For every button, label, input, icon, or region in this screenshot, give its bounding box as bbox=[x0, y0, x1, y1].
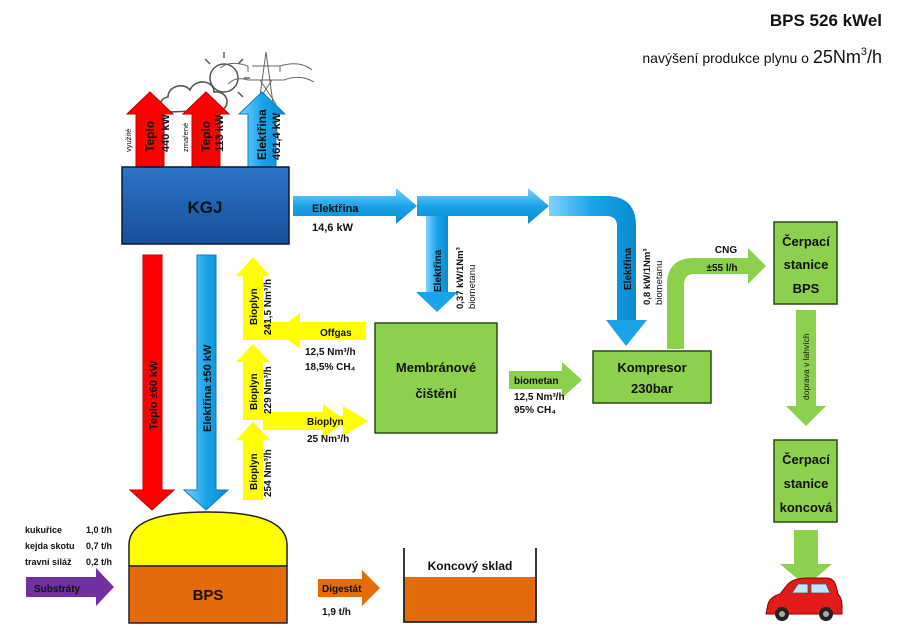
svg-text:využité: využité bbox=[124, 129, 133, 152]
svg-text:14,6 kW: 14,6 kW bbox=[312, 222, 354, 234]
filling-station-bps: Čerpací stanice BPS bbox=[773, 221, 838, 305]
svg-text:Teplo: Teplo bbox=[199, 121, 213, 152]
substrates-arrow: Substráty bbox=[26, 568, 114, 606]
svg-text:12,5 Nm³/h: 12,5 Nm³/h bbox=[305, 347, 356, 358]
svg-text:kejda skotu: kejda skotu bbox=[25, 541, 75, 551]
svg-text:440 kW: 440 kW bbox=[160, 113, 172, 152]
page-subtitle: navýšení produkce plynu o 25Nm3/h bbox=[642, 46, 882, 67]
svg-text:241,5 Nm³/h: 241,5 Nm³/h bbox=[263, 279, 274, 335]
svg-text:254 Nm³/h: 254 Nm³/h bbox=[263, 449, 274, 497]
svg-text:zmařené: zmařené bbox=[181, 123, 190, 152]
svg-text:biometanu: biometanu bbox=[467, 265, 478, 309]
svg-text:0,8 kW/1Nm³: 0,8 kW/1Nm³ bbox=[642, 249, 653, 306]
svg-text:Teplo: Teplo bbox=[143, 121, 157, 152]
svg-text:0,7 t/h: 0,7 t/h bbox=[86, 541, 112, 551]
svg-text:230bar: 230bar bbox=[631, 381, 673, 396]
electricity-compressor-arrow-labels: Elektřina 0,8 kW/1Nm³ biometanu bbox=[623, 247, 665, 305]
svg-text:Kompresor: Kompresor bbox=[617, 360, 686, 375]
compressor-box: Kompresor 230bar bbox=[592, 350, 712, 404]
svg-text:stanice: stanice bbox=[784, 257, 829, 272]
svg-text:±55 l/h: ±55 l/h bbox=[706, 263, 737, 274]
svg-text:biometan: biometan bbox=[514, 376, 558, 387]
svg-text:Elektřina ±50 kW: Elektřina ±50 kW bbox=[202, 344, 214, 432]
svg-text:Teplo ±60 kW: Teplo ±60 kW bbox=[148, 360, 160, 430]
svg-text:113 kW: 113 kW bbox=[214, 114, 226, 152]
electricity-main-arrow: Elektřina 14,6 kW bbox=[293, 188, 647, 346]
svg-text:Elektřina: Elektřina bbox=[623, 247, 634, 290]
svg-text:Koncový sklad: Koncový sklad bbox=[428, 559, 513, 573]
biomethane-arrow: biometan 12,5 Nm³/h 95% CH₄ bbox=[509, 362, 582, 416]
svg-text:Čerpací: Čerpací bbox=[782, 234, 830, 249]
cng-arrow: CNG ±55 l/h bbox=[667, 245, 766, 349]
biogas-column: Bioplyn 254 Nm³/h Bioplyn 229 Nm³/h Biop… bbox=[236, 257, 368, 500]
svg-text:kukuřice: kukuřice bbox=[25, 525, 62, 535]
svg-text:Bioplyn: Bioplyn bbox=[249, 373, 260, 410]
kgj-electricity-arrow: Elektřina 461,4 kW bbox=[237, 91, 287, 168]
svg-text:229 Nm³/h: 229 Nm³/h bbox=[263, 366, 274, 414]
svg-text:25 Nm³/h: 25 Nm³/h bbox=[307, 434, 349, 445]
svg-text:stanice: stanice bbox=[784, 476, 829, 491]
electricity-to-bps-arrow: Elektřina ±50 kW bbox=[182, 254, 230, 511]
svg-text:0,37 kW/1Nm³: 0,37 kW/1Nm³ bbox=[455, 247, 466, 309]
svg-text:Bioplyn: Bioplyn bbox=[307, 417, 344, 428]
substrates-list: kukuřice 1,0 t/h kejda skotu 0,7 t/h tra… bbox=[25, 525, 112, 567]
svg-text:CNG: CNG bbox=[715, 245, 737, 256]
svg-text:Bioplyn: Bioplyn bbox=[249, 453, 260, 490]
membrane-cleaning-box: Membránové čištění bbox=[374, 322, 498, 434]
svg-text:18,5% CH₄: 18,5% CH₄ bbox=[305, 362, 356, 373]
svg-text:Elektřina: Elektřina bbox=[433, 249, 444, 292]
svg-text:0,2 t/h: 0,2 t/h bbox=[86, 557, 112, 567]
heat-to-bps-arrow: Teplo ±60 kW bbox=[128, 254, 176, 511]
page-title: BPS 526 kWel bbox=[770, 11, 882, 30]
svg-text:12,5 Nm³/h: 12,5 Nm³/h bbox=[514, 392, 565, 403]
kgj-heat-wasted-arrow: Teplo 113 kW zmařené bbox=[181, 91, 231, 168]
svg-text:doprava v lahvích: doprava v lahvích bbox=[801, 333, 811, 400]
svg-text:KGJ: KGJ bbox=[188, 198, 223, 217]
svg-text:Offgas: Offgas bbox=[320, 328, 352, 339]
to-car-arrow bbox=[780, 530, 832, 586]
final-storage: Koncový sklad bbox=[403, 548, 537, 623]
svg-text:Elektřina: Elektřina bbox=[312, 203, 359, 215]
svg-text:1,9 t/h: 1,9 t/h bbox=[322, 607, 351, 618]
svg-text:BPS: BPS bbox=[193, 587, 224, 604]
digestate-arrow: Digestát 1,9 t/h bbox=[318, 570, 380, 618]
kgj-unit: KGJ bbox=[121, 166, 290, 245]
svg-text:Digestát: Digestát bbox=[322, 584, 362, 595]
svg-text:Elektřina: Elektřina bbox=[255, 109, 269, 160]
svg-text:biometanu: biometanu bbox=[654, 261, 665, 305]
filling-station-end: Čerpací stanice koncová bbox=[773, 439, 838, 523]
svg-text:1,0 t/h: 1,0 t/h bbox=[86, 525, 112, 535]
svg-text:BPS: BPS bbox=[793, 281, 820, 296]
car-icon bbox=[765, 577, 843, 621]
svg-text:Membránové: Membránové bbox=[396, 360, 476, 375]
svg-text:travní siláž: travní siláž bbox=[25, 557, 72, 567]
svg-text:95% CH₄: 95% CH₄ bbox=[514, 405, 556, 416]
svg-text:461,4 kW: 461,4 kW bbox=[271, 112, 283, 160]
transport-arrow: doprava v lahvích bbox=[786, 310, 826, 426]
svg-text:Čerpací: Čerpací bbox=[782, 452, 830, 467]
svg-text:čištění: čištění bbox=[415, 386, 457, 401]
kgj-heat-used-arrow: Teplo 440 kW využité bbox=[124, 91, 175, 168]
electricity-membrane-arrow: Elektřina 0,37 kW/1Nm³ biometanu bbox=[416, 216, 478, 312]
svg-text:koncová: koncová bbox=[780, 500, 834, 515]
svg-text:Substráty: Substráty bbox=[34, 584, 81, 595]
bps-fermenter: BPS bbox=[128, 511, 288, 624]
svg-text:Bioplyn: Bioplyn bbox=[249, 288, 260, 325]
